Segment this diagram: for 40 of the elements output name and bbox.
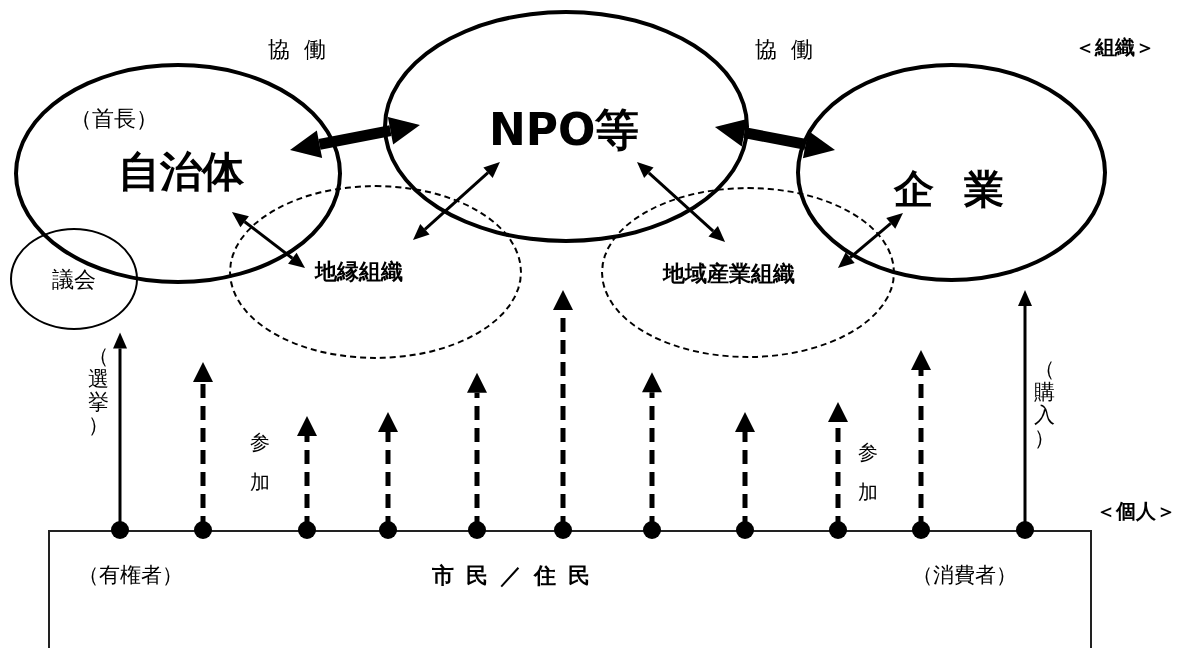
edge-label: 協働 xyxy=(755,38,827,63)
node-label: （消費者） xyxy=(912,564,1017,588)
double-arrow xyxy=(837,213,903,268)
arrow xyxy=(642,372,662,539)
level-label: ＜組織＞ xyxy=(1075,36,1155,58)
arrow xyxy=(828,402,848,539)
citizen-box xyxy=(48,530,1092,648)
double-arrow xyxy=(413,162,500,240)
node-label: NPO等 xyxy=(489,106,640,155)
edge-label: 協働 xyxy=(268,38,340,63)
double-arrow xyxy=(714,118,836,159)
ellipse xyxy=(10,228,138,330)
annotation-label: 参加 xyxy=(250,429,270,496)
arrow xyxy=(193,362,213,539)
arrow xyxy=(1016,290,1034,539)
arrow xyxy=(297,416,317,539)
node-label: 議会 xyxy=(52,268,96,293)
arrow xyxy=(553,290,573,539)
node-label: 市民／住民 xyxy=(432,564,602,589)
node-label: 地域産業組織 xyxy=(663,262,795,287)
dashed-ellipse xyxy=(601,187,895,358)
edge-label: （購入） xyxy=(1034,358,1055,451)
edge-label: （選挙） xyxy=(88,345,109,438)
arrow xyxy=(378,412,398,539)
arrow xyxy=(111,332,129,539)
node-label: 企業 xyxy=(894,167,1034,211)
double-arrow xyxy=(637,162,726,242)
node-label: 地縁組織 xyxy=(315,260,403,285)
node-label: 自治体 xyxy=(118,149,244,196)
double-arrow xyxy=(231,211,306,268)
node-subtitle: （首長） xyxy=(70,107,158,132)
arrow xyxy=(911,350,931,539)
arrow xyxy=(735,412,755,539)
level-label: ＜個人＞ xyxy=(1096,500,1176,522)
annotation-label: 参加 xyxy=(858,439,878,506)
node-label: （有権者） xyxy=(78,564,183,588)
arrow xyxy=(467,372,487,539)
ellipse xyxy=(796,63,1107,282)
double-arrow xyxy=(290,116,420,159)
ellipse xyxy=(383,10,749,243)
